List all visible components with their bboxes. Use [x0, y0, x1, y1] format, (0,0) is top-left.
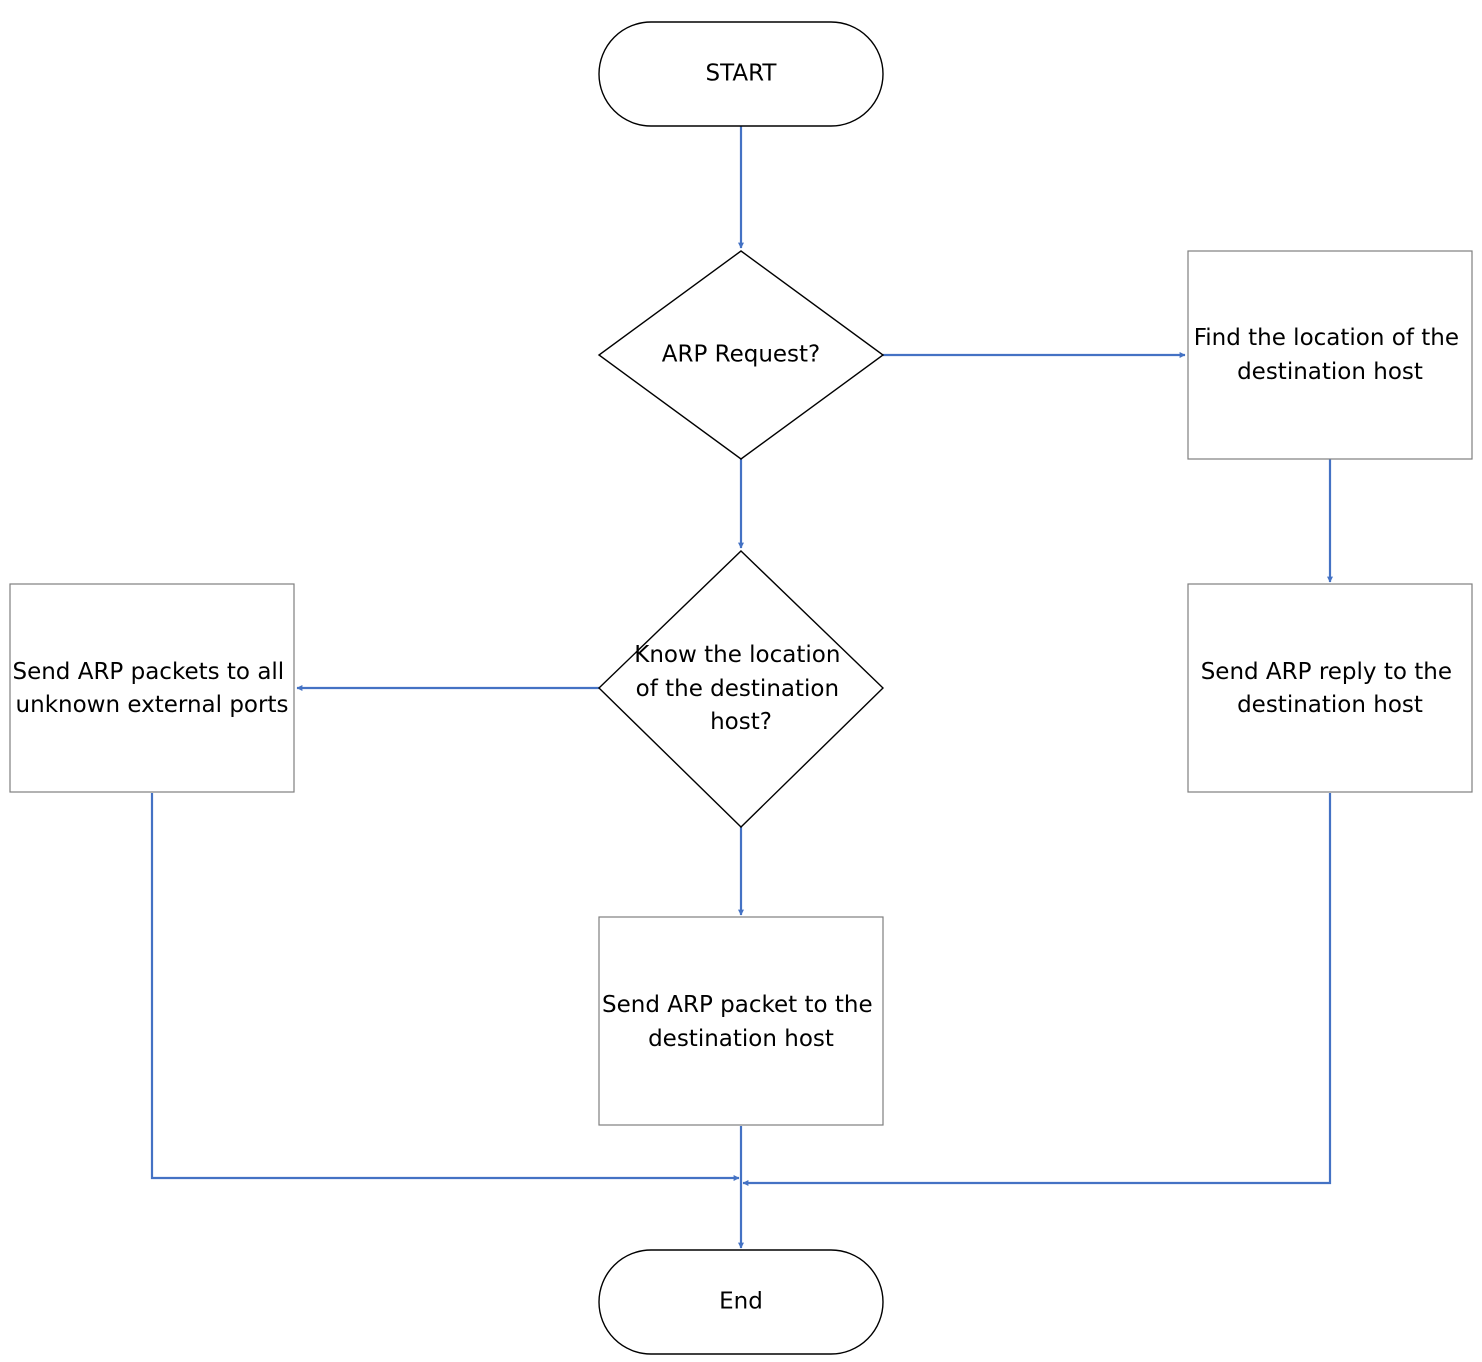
send-arp-reply-process: Send ARP reply to the destination host: [1187, 583, 1473, 793]
start-label: START: [706, 61, 778, 87]
edge-send-reply-to-merge: [742, 793, 1332, 1186]
end-label: End: [719, 1289, 763, 1315]
send-arp-packets-all-label: Send ARP packets to all unknown external…: [12, 659, 291, 718]
send-arp-packets-all-process: Send ARP packets to all unknown external…: [9, 583, 295, 793]
send-arp-reply-label: Send ARP reply to the destination host: [1201, 659, 1460, 718]
start-terminator: START: [598, 21, 884, 127]
find-location-process: Find the location of the destination hos…: [1187, 250, 1473, 460]
know-location-decision: Know the location of the destination hos…: [597, 550, 885, 828]
know-location-label: Know the location of the destination hos…: [634, 642, 847, 735]
send-arp-packet-process: Send ARP packet to the destination host: [598, 916, 884, 1126]
arp-request-decision: ARP Request?: [597, 250, 885, 460]
end-terminator: End: [598, 1249, 884, 1355]
find-location-label: Find the location of the destination hos…: [1194, 325, 1467, 385]
edge-send-all-to-merge: [150, 793, 740, 1181]
send-arp-packet-label: Send ARP packet to the destination host: [602, 992, 880, 1052]
arp-request-label: ARP Request?: [662, 342, 821, 368]
